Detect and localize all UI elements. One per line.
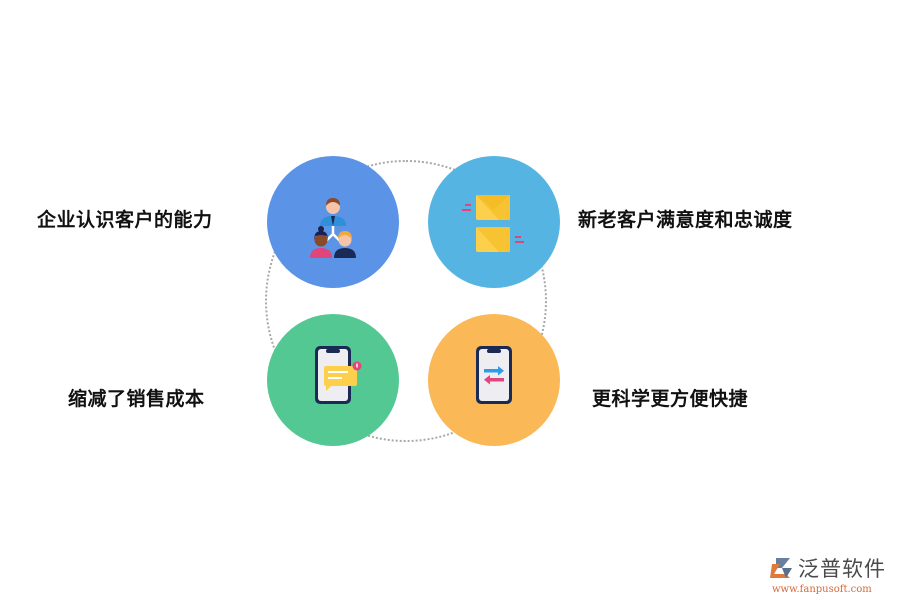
node-scientific-convenient bbox=[428, 314, 560, 446]
team-hierarchy-icon bbox=[310, 198, 356, 258]
node-satisfaction-loyalty bbox=[428, 156, 560, 288]
phone-message-icon bbox=[315, 346, 362, 404]
logo-name: 泛普软件 bbox=[798, 557, 886, 581]
logo-mark-icon bbox=[770, 558, 792, 578]
phone-transfer-icon bbox=[476, 346, 512, 404]
logo-url: www.fanpusoft.com bbox=[772, 584, 872, 595]
label-scientific-convenient: 更科学更方便快捷 bbox=[592, 388, 749, 410]
node-reduce-sales-cost bbox=[267, 314, 399, 446]
fanpu-logo: 泛普软件 www.fanpusoft.com bbox=[768, 553, 898, 595]
node-customer-recognition bbox=[267, 156, 399, 288]
label-customer-recognition: 企业认识客户的能力 bbox=[37, 209, 213, 231]
dotted-ring bbox=[265, 160, 547, 442]
label-satisfaction-loyalty: 新老客户满意度和忠诚度 bbox=[578, 209, 793, 231]
envelopes-icon bbox=[462, 195, 524, 252]
label-reduce-sales-cost: 缩减了销售成本 bbox=[68, 388, 205, 410]
